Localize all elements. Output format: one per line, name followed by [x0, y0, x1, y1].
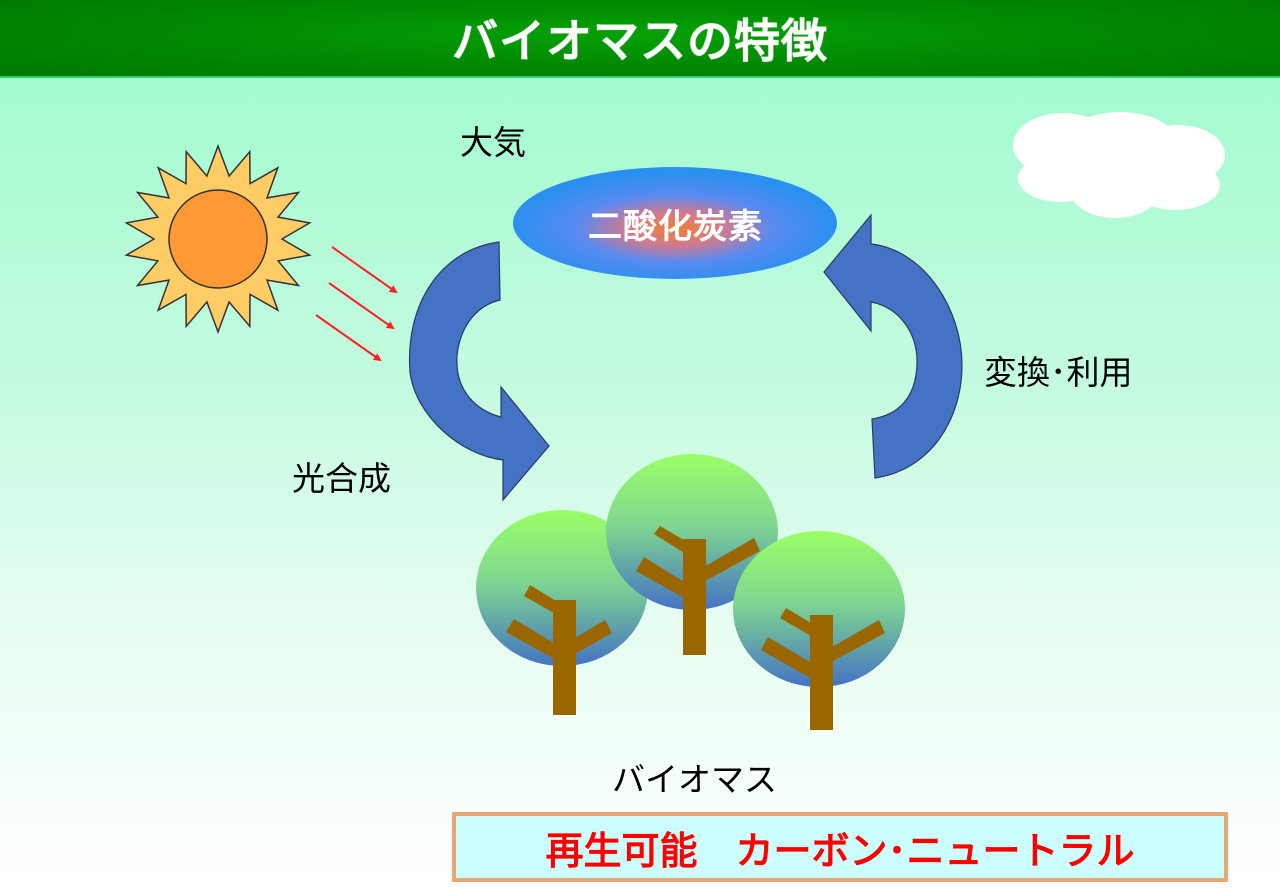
cloud-icon: [1013, 112, 1225, 218]
summary-text: 再生可能 カーボン･ニュートラル: [545, 828, 1135, 873]
cycle-arrow-icon: [408, 241, 550, 502]
cycle-arrow-icon: [823, 213, 963, 479]
page-title: バイオマスの特徴: [452, 14, 828, 68]
tree-trunk: [506, 585, 612, 715]
photosynthesis-label: 光合成: [292, 459, 391, 498]
tree-icon: [733, 531, 905, 730]
sun-icon: [124, 143, 312, 335]
sunlight-rays: [315, 246, 398, 362]
tree-icon: [476, 510, 648, 715]
co2-label: 二酸化炭素: [588, 206, 763, 247]
conversion-use-label: 変換･利用: [984, 353, 1133, 392]
title-bar: バイオマスの特徴: [0, 0, 1280, 78]
sunlight-ray-icon: [328, 282, 395, 330]
sunlight-ray-icon: [315, 314, 382, 362]
biomass-label: バイオマス: [612, 760, 777, 799]
tree-trunk: [636, 526, 760, 655]
sun-core: [168, 189, 268, 289]
tree-trunk: [761, 608, 885, 730]
co2-ellipse: [513, 167, 837, 279]
sunlight-ray-icon: [331, 246, 398, 294]
summary-box: 再生可能 カーボン･ニュートラル: [452, 812, 1228, 882]
tree-icon: [606, 454, 778, 655]
atmosphere-label: 大気: [460, 123, 526, 162]
